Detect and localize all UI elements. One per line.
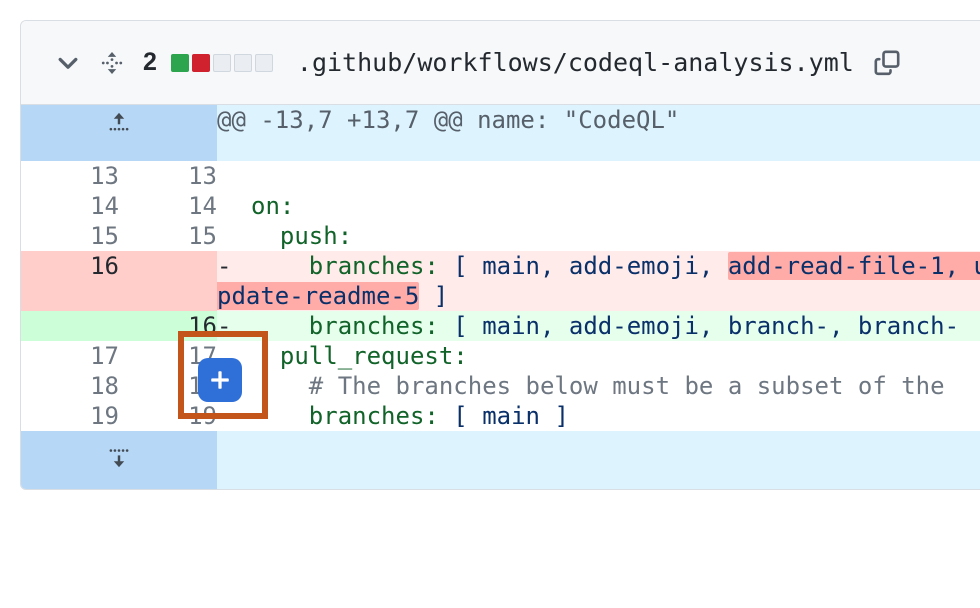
code-segment: ]	[419, 282, 449, 310]
diff-line-content	[217, 161, 980, 191]
code-segment: :	[424, 252, 439, 280]
code-segment: [ main ]	[453, 402, 569, 430]
expand-up-icon	[102, 105, 136, 139]
line-number-new[interactable]: 14	[119, 191, 217, 221]
code-segment	[251, 372, 309, 400]
line-number-old[interactable]: 17	[21, 341, 119, 371]
code-segment: branches	[308, 402, 425, 430]
move-handle-icon[interactable]	[95, 46, 129, 80]
code-segment: [ main, add-emoji,	[453, 252, 728, 280]
diff-line-content: - branches: [ main, add-emoji, add-read-…	[217, 251, 980, 311]
file-change-count: 2	[143, 48, 157, 76]
code-segment: :	[424, 312, 439, 340]
diffstat-square-added	[170, 53, 189, 72]
expand-down-button[interactable]	[21, 431, 217, 489]
line-number-old[interactable]: 19	[21, 401, 119, 431]
line-number-old[interactable]	[21, 311, 119, 341]
code-segment	[251, 342, 280, 370]
expand-down-row	[21, 431, 980, 489]
line-number-new[interactable]: 16	[119, 311, 217, 341]
diffstat-square-neutral	[212, 53, 231, 72]
diff-line-content: pull_request:	[217, 341, 980, 371]
code-segment: branches	[308, 252, 425, 280]
file-path[interactable]: .github/workflows/codeql-analysis.yml	[296, 48, 854, 77]
line-number-new[interactable]: 13	[119, 161, 217, 191]
code-segment: push	[279, 222, 338, 250]
diff-line-content: - branches: [ main, add-emoji, branch-, …	[217, 311, 980, 341]
line-number-new[interactable]	[119, 251, 217, 311]
expand-down-icon	[102, 441, 136, 475]
diff-row-added: 16- branches: [ main, add-emoji, branch-…	[21, 311, 980, 341]
diff-row-deleted: 16 - branches: [ main, add-emoji, add-rea…	[21, 251, 980, 311]
hunk-header-text: @@ -13,7 +13,7 @@ name: "CodeQL"	[217, 105, 980, 161]
code-segment: pull_request	[279, 342, 454, 370]
diffstat-square-neutral	[233, 53, 252, 72]
diffstat-square-neutral	[254, 53, 273, 72]
hunk-header-row: @@ -13,7 +13,7 @@ name: "CodeQL"	[21, 105, 980, 161]
line-number-new[interactable]: 15	[119, 221, 217, 251]
code-segment: :	[279, 192, 295, 220]
code-segment	[251, 312, 309, 340]
code-segment: :	[337, 222, 353, 250]
diff-line-content: on:	[217, 191, 980, 221]
code-segment	[251, 252, 309, 280]
diff-line-content: branches: [ main ]	[217, 401, 980, 431]
add-inline-comment-button[interactable]	[198, 358, 242, 402]
line-number-old[interactable]: 16	[21, 251, 119, 311]
line-number-old[interactable]: 14	[21, 191, 119, 221]
code-segment: branches	[308, 312, 425, 340]
code-segment: :	[424, 402, 439, 430]
code-segment: [ main, add-emoji, branch-, branch-	[453, 312, 960, 340]
code-segment	[251, 222, 280, 250]
chevron-down-icon[interactable]	[51, 46, 85, 80]
expand-up-button[interactable]	[21, 105, 217, 161]
diff-marker: -	[217, 252, 232, 280]
code-segment	[439, 312, 453, 340]
diff-line-content: # The branches below must be a subset of…	[217, 371, 980, 401]
code-segment	[439, 252, 453, 280]
diff-line-content: push:	[217, 221, 980, 251]
diff-row-context: 1818 # The branches below must be a subs…	[21, 371, 980, 401]
diffstat-square-deleted	[191, 53, 210, 72]
code-segment	[251, 402, 309, 430]
diff-marker: -	[217, 312, 232, 340]
code-segment	[439, 402, 453, 430]
file-header: 2 .github/workflows/codeql-analysis.yml	[21, 21, 980, 105]
code-segment: on	[251, 192, 280, 220]
code-segment: # The branches below must be a subset of…	[308, 372, 945, 400]
diffstat-blocks	[170, 53, 273, 72]
expand-down-spacer	[217, 431, 980, 489]
line-number-old[interactable]: 18	[21, 371, 119, 401]
line-number-old[interactable]: 15	[21, 221, 119, 251]
line-number-old[interactable]: 13	[21, 161, 119, 191]
copy-icon[interactable]	[870, 46, 904, 80]
line-number-new[interactable]: 19	[119, 401, 217, 431]
diff-file-container: 2 .github/workflows/codeql-analysis.yml	[20, 20, 980, 490]
code-segment: :	[453, 342, 468, 370]
diff-footer-table	[21, 431, 980, 489]
